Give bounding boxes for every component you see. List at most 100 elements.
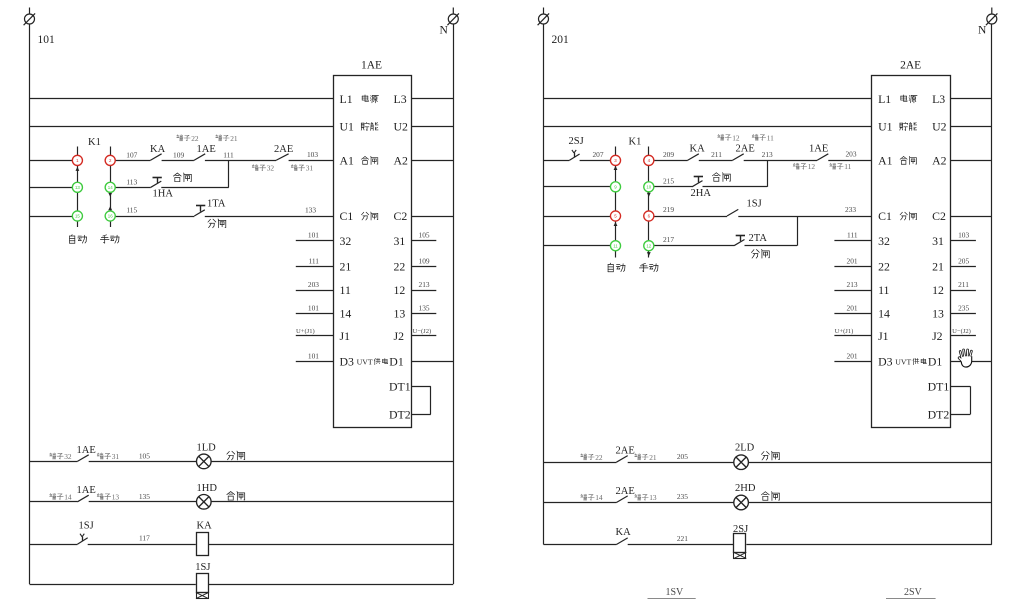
svg-text:209: 209 [663,150,674,159]
svg-text:KA: KA [197,520,213,531]
svg-text:DT2: DT2 [928,408,950,422]
svg-text:31: 31 [112,452,120,461]
svg-text:235: 235 [677,492,688,501]
svg-text:201: 201 [847,304,858,313]
svg-text:D1: D1 [389,355,404,369]
svg-text:211: 211 [711,150,722,159]
svg-text:205: 205 [677,452,688,461]
svg-text:5: 5 [614,214,617,219]
svg-text:K1: K1 [88,137,101,148]
svg-text:N: N [440,25,449,37]
svg-text:16: 16 [108,214,113,219]
svg-text:11: 11 [767,133,774,142]
svg-text:1AE: 1AE [809,144,828,155]
svg-text:135: 135 [139,492,150,501]
svg-text:KA: KA [150,144,166,155]
svg-text:J2: J2 [394,329,405,343]
svg-text:J1: J1 [340,329,351,343]
svg-text:21: 21 [932,260,944,274]
svg-text:32: 32 [340,234,352,248]
svg-text:DT1: DT1 [389,380,411,394]
svg-text:1LD: 1LD [197,442,217,453]
svg-text:13: 13 [112,492,120,501]
svg-text:1SJ: 1SJ [195,562,210,573]
svg-text:13: 13 [649,493,657,502]
svg-text:1HA: 1HA [153,189,174,200]
svg-text:111: 111 [223,150,234,159]
svg-text:15: 15 [75,214,80,219]
svg-text:L1: L1 [340,92,353,106]
svg-text:115: 115 [126,206,137,215]
svg-text:133: 133 [305,206,316,215]
svg-text:1AE: 1AE [77,485,96,496]
svg-text:2AE: 2AE [616,445,635,456]
svg-text:107: 107 [126,150,137,159]
svg-text:135: 135 [419,304,430,313]
svg-text:103: 103 [958,231,969,240]
svg-text:105: 105 [419,231,430,240]
svg-text:213: 213 [847,280,858,289]
svg-text:U−(J2): U−(J2) [413,328,432,335]
svg-text:C2: C2 [932,209,946,223]
svg-text:22: 22 [191,134,199,143]
svg-text:22: 22 [595,453,603,462]
svg-text:DT1: DT1 [928,380,950,394]
svg-text:J2: J2 [932,329,943,343]
svg-text:203: 203 [308,280,319,289]
svg-text:3: 3 [614,158,617,163]
svg-text:105: 105 [139,451,150,460]
svg-text:213: 213 [419,280,430,289]
svg-text:6: 6 [648,214,651,219]
svg-text:32: 32 [64,452,72,461]
svg-text:1SJ: 1SJ [79,520,94,531]
svg-text:103: 103 [307,150,318,159]
svg-text:U2: U2 [394,120,409,134]
svg-text:2SV: 2SV [904,587,923,598]
svg-text:2AE: 2AE [616,486,635,497]
svg-text:U1: U1 [878,120,893,134]
svg-text:UVT: UVT [895,358,911,367]
svg-text:C1: C1 [878,209,892,223]
svg-text:205: 205 [958,257,969,266]
svg-text:21: 21 [340,260,352,274]
svg-text:14: 14 [64,492,72,501]
svg-text:U1: U1 [340,120,355,134]
svg-text:21: 21 [230,134,238,143]
svg-text:113: 113 [126,177,137,186]
svg-text:C1: C1 [340,209,354,223]
svg-text:J1: J1 [878,329,889,343]
svg-text:2AE: 2AE [274,144,293,155]
svg-text:31: 31 [932,234,944,248]
svg-text:A1: A1 [878,154,893,168]
svg-text:2AE: 2AE [736,144,755,155]
svg-text:1AE: 1AE [361,60,382,72]
svg-text:13: 13 [75,185,80,190]
svg-text:12: 12 [808,162,816,171]
svg-text:A2: A2 [394,154,409,168]
svg-text:N: N [978,25,987,37]
svg-text:217: 217 [663,235,674,244]
svg-text:235: 235 [958,304,969,313]
svg-text:11: 11 [340,283,351,297]
svg-text:1AE: 1AE [197,144,216,155]
svg-text:14: 14 [878,307,890,321]
svg-text:D3: D3 [340,355,355,369]
svg-text:2HD: 2HD [735,483,756,494]
svg-text:A1: A1 [340,154,355,168]
svg-text:31: 31 [394,234,406,248]
svg-text:32: 32 [267,164,275,173]
svg-text:U2: U2 [932,120,947,134]
svg-text:111: 111 [308,257,319,266]
svg-text:1SJ: 1SJ [747,198,762,209]
svg-text:211: 211 [958,280,969,289]
svg-text:32: 32 [878,234,890,248]
svg-text:12: 12 [394,283,406,297]
svg-text:2AE: 2AE [900,60,921,72]
svg-text:101: 101 [308,304,319,313]
svg-text:109: 109 [419,257,430,266]
svg-text:12: 12 [932,283,944,297]
svg-text:U+(J1): U+(J1) [296,328,315,335]
svg-text:1AE: 1AE [77,445,96,456]
svg-text:KA: KA [690,143,706,154]
svg-text:10: 10 [646,184,651,189]
